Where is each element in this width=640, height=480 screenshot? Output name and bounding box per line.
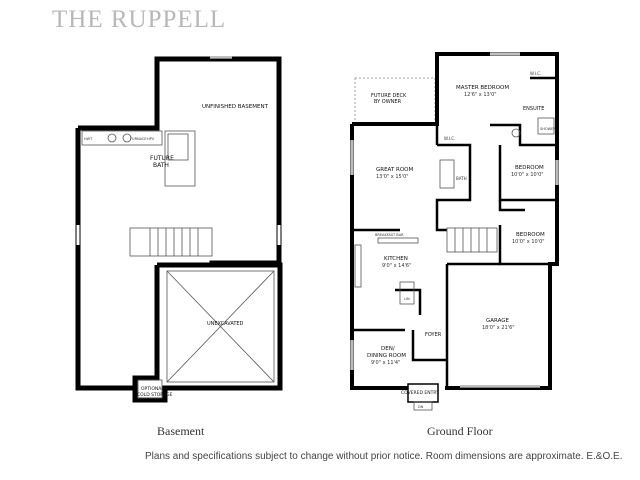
basement-outer-wall [78, 56, 282, 266]
unfinished-basement-label: UNFINISHED BASEMENT [202, 104, 269, 110]
stair-treads [149, 228, 199, 256]
great-room-dimensions: 13'0" x 15'0" [376, 174, 409, 180]
future-bath-label-1: FUTURE [150, 155, 174, 162]
entry-dn-label: DN [418, 405, 424, 409]
future-bath-tub [167, 133, 189, 161]
plan-title: THE RUPPELL [52, 6, 227, 33]
kitchen-label: KITCHEN [384, 256, 408, 262]
bedroom-2-dimensions: 10'0" x 10'0" [511, 172, 544, 178]
ground-floor-plan: FUTURE DECK BY OWNER MASTER BEDROOM 12'6… [350, 52, 559, 411]
ground-stair [446, 227, 498, 253]
unexcavated-label: UNEXCAVATED [207, 321, 244, 327]
master-bedroom-dimensions: 12'6" x 13'0" [464, 92, 497, 98]
master-bedroom-label: MASTER BEDROOM [456, 85, 509, 91]
wic-label: W.I.C. [444, 136, 455, 141]
kitchen-counter [354, 244, 362, 288]
hpv-label: HPV [147, 137, 155, 141]
cold-storage-label-2: COLD STORAGE [137, 392, 173, 398]
future-deck-label-1: FUTURE DECK [371, 93, 407, 99]
hpv-icon [122, 133, 132, 143]
den-label-2: DINING ROOM [367, 353, 406, 359]
unexcavated-diagonal-2 [166, 270, 275, 383]
future-bath-label-2: BATH [153, 162, 169, 169]
breakfast-bar-label: BREAKFAST BAR [375, 233, 404, 237]
ground-floor-caption: Ground Floor [427, 424, 493, 438]
bedroom-2-label: BEDROOM [515, 165, 544, 171]
garage-dimensions: 18'0" x 21'6" [482, 325, 515, 331]
breakfast-bar [377, 237, 419, 244]
cold-storage-area [137, 379, 163, 399]
furnace-label: FURNACE [130, 137, 147, 141]
bath-tub [439, 159, 455, 189]
basement-stair [129, 227, 213, 257]
basement-lower-wall [132, 262, 283, 403]
shower-label: SHOWER [540, 127, 556, 131]
den-label-1: DEN/ [381, 346, 395, 352]
future-deck-label-2: BY OWNER [374, 99, 402, 105]
basement-caption: Basement [157, 424, 205, 438]
disclaimer-text: Plans and specifications subject to chan… [145, 451, 623, 462]
hwt-tank-icon [107, 133, 117, 143]
pantry [399, 281, 415, 305]
unexcavated-area [166, 270, 275, 383]
kitchen-dimensions: 9'0" x 14'6" [382, 263, 411, 269]
linen-label: LIN [404, 297, 410, 301]
master-wic-label: W.I.C. [530, 71, 541, 76]
covered-entry-label: COVERED ENTRY [401, 390, 439, 396]
entry-step [413, 401, 433, 411]
shower-stall [537, 117, 555, 135]
ground-outer-wall-left [350, 124, 408, 390]
interior-walls [352, 76, 557, 388]
foyer-label: FOYER [425, 332, 442, 338]
ensuite-label: ENSUITE [523, 106, 544, 112]
den-dimensions: 9'0" x 11'4" [371, 360, 400, 366]
basement-outer-wall-left [75, 128, 135, 391]
bedroom-3-dimensions: 10'0" x 10'0" [512, 239, 545, 245]
great-room-label: GREAT ROOM [376, 167, 413, 173]
future-bath-outline [164, 130, 196, 187]
bedroom-3-label: BEDROOM [516, 232, 545, 238]
ensuite-toilet-icon [511, 128, 521, 138]
basement-plan: UNFINISHED BASEMENT FUTURE BATH UNEXCAVA… [75, 55, 283, 403]
ground-stair-treads [454, 228, 488, 252]
garage-label: GARAGE [486, 318, 510, 324]
bath-label: BATH [456, 176, 467, 181]
ground-outer-wall [352, 52, 559, 390]
mechanical-area [81, 130, 163, 146]
hwt-label: HWT [84, 137, 93, 141]
cold-storage-label-1: OPTIONAL [141, 386, 164, 392]
